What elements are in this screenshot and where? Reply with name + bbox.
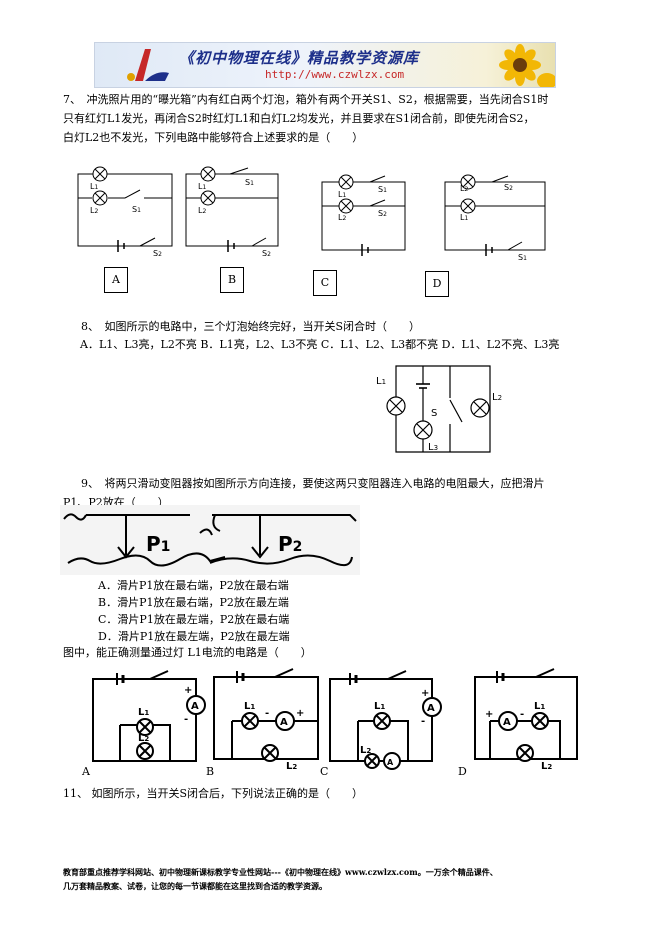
banner-url: http://www.czwlzx.com: [265, 68, 405, 81]
sunflower-icon: [499, 44, 555, 87]
q7d-l1-label: L1: [460, 213, 468, 222]
q9-option-c[interactable]: C．滑片P1放在最左端，P2放在最右端: [98, 613, 290, 626]
q7d-l2-label: L2: [460, 184, 468, 193]
q10a-l2-label: L2: [138, 733, 149, 744]
q8-line1: 8、 如图所示的电路中，三个灯泡始终完好，当开关S闭合时（ ）: [81, 320, 421, 333]
q10c-meter2: A: [387, 758, 394, 767]
q7-circuit-d: [444, 174, 546, 256]
q9-p1-label: P1: [146, 532, 170, 556]
q7-option-a[interactable]: A: [104, 267, 128, 293]
q7-line2: 只有红灯L1发光，再闭合S2时红灯L1和白灯L2均发光，并且要求在S1闭合前，即…: [63, 112, 535, 125]
q7c-l2-label: L2: [338, 213, 346, 222]
q10-circuit-c: [329, 670, 442, 770]
q8-l1-label: L1: [376, 376, 386, 387]
q10c-l1-label: L1: [374, 701, 385, 712]
q7-circuit-c: [321, 174, 406, 256]
q7a-l1-label: L1: [90, 182, 98, 191]
q10-circuit-b: [213, 668, 319, 762]
q7b-l1-label: L1: [198, 182, 206, 191]
q10-line1: 图中，能正确测量通过灯 L1电流的电路是（ ）: [63, 646, 312, 659]
q8-l3-label: L3: [428, 442, 438, 453]
q10c-minus: -: [421, 716, 425, 727]
q7c-s2-label: S2: [378, 209, 387, 218]
q7b-l2-label: L2: [198, 206, 206, 215]
q8-circuit: L1 L2 L3 S: [376, 365, 502, 453]
q10a-plus: +: [184, 685, 192, 696]
q9-option-d[interactable]: D．滑片P1放在最左端，P2放在最左端: [98, 630, 290, 643]
q10b-plus: +: [296, 708, 304, 719]
q7d-s2-label: S2: [504, 183, 513, 192]
footer-line1: 教育部重点推荐学科网站、初中物理新课标教学专业性网站---《初中物理在线》www…: [63, 867, 498, 877]
q7a-s1-label: S1: [132, 205, 141, 214]
q7-circuits: L1 L2 S1 S2 L1 L2 S1 S2 S1 S2 L1 L2 L2 L…: [77, 166, 546, 262]
q9-option-b[interactable]: B．滑片P1放在最右端，P2放在最左端: [98, 596, 289, 609]
q10-option-c[interactable]: C: [320, 765, 329, 778]
q9-line1: 9、 将两只滑动变阻器按如图所示方向连接，要使这两只变阻器连入电路的电阻最大，应…: [81, 477, 545, 490]
q7-circuit-a: [77, 166, 173, 252]
q10a-l1-label: L1: [138, 707, 149, 718]
q10d-plus: +: [485, 709, 493, 720]
q10-circuit-d: [474, 668, 578, 762]
q10b-minus: -: [265, 708, 269, 719]
q10b-l2-label: L2: [286, 761, 297, 772]
q7d-s1-label: S1: [518, 253, 527, 262]
q10-option-a[interactable]: A: [82, 765, 90, 778]
q7-option-c[interactable]: C: [313, 270, 337, 296]
site-logo-icon: [127, 49, 169, 81]
q9-p2-label: P2: [278, 532, 302, 556]
header-banner: 《初中物理在线》精品教学资源库 http://www.czwlzx.com: [94, 42, 556, 88]
q9-option-a[interactable]: A．滑片P1放在最右端，P2放在最右端: [98, 579, 289, 592]
q9-rheostats: P1 P2: [60, 505, 360, 575]
q10c-meter: A: [427, 703, 435, 714]
q7-line3: 白灯L2也不发光，下列电路中能够符合上述要求的是（ ）: [63, 131, 364, 144]
q8-options: A．L1、L3亮，L2不亮 B．L1亮，L2、L3不亮 C．L1、L2、L3都不…: [80, 338, 560, 351]
q11-line1: 11、 如图所示，当开关S闭合后，下列说法正确的是（ ）: [63, 787, 364, 800]
q10a-meter: A: [191, 701, 199, 712]
q7-line1: 7、 冲洗照片用的“曝光箱”内有红白两个灯泡，箱外有两个开关S1、S2，根据需要…: [63, 93, 549, 106]
q10c-l2-label: L2: [360, 745, 371, 756]
q10d-minus: -: [520, 709, 524, 720]
q10d-l1-label: L1: [534, 701, 545, 712]
q7-option-d[interactable]: D: [425, 271, 449, 297]
banner-title: 《初中物理在线》精品教学资源库: [179, 49, 420, 67]
q8-l2-label: L2: [492, 392, 502, 403]
q7a-l2-label: L2: [90, 206, 98, 215]
q10b-meter: A: [280, 717, 288, 728]
q10c-plus: +: [421, 688, 429, 699]
q7-circuit-b: [185, 166, 279, 252]
q7b-s1-label: S1: [245, 178, 254, 187]
q10d-l2-label: L2: [541, 761, 552, 772]
q10-option-b[interactable]: B: [206, 765, 215, 778]
q10b-l1-label: L1: [244, 701, 255, 712]
q10-circuit-a: [92, 670, 206, 762]
q7-option-b[interactable]: B: [220, 267, 244, 293]
footer-line2: 几万套精品教案、试卷，让您的每一节课都能在这里找到合适的教学资源。: [63, 881, 327, 891]
q10a-minus: -: [184, 714, 188, 725]
q10-circuits: A + - A - + A + - A A + - L1 L2 L1 L2 L1…: [92, 668, 578, 772]
q7b-s2-label: S2: [262, 249, 271, 258]
q8-s-label: S: [431, 408, 437, 419]
q7c-l1-label: L1: [338, 190, 346, 199]
q7c-s1-label: S1: [378, 185, 387, 194]
q10-option-d[interactable]: D: [458, 765, 467, 778]
q7a-s2-label: S2: [153, 249, 162, 258]
q10d-meter: A: [503, 717, 511, 728]
